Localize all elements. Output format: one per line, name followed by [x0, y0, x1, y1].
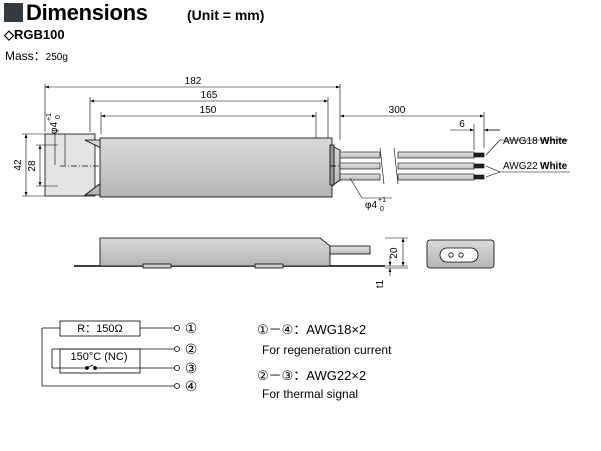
terminal-1: ① — [185, 320, 198, 336]
resistor-box — [59, 320, 141, 337]
hole-tol-bottom-plus: +1 — [378, 197, 386, 204]
end-cap — [99, 137, 333, 198]
page-title: Dimensions — [26, 0, 148, 25]
mass-line: Mass：250g — [5, 47, 68, 64]
dim-side-height: 20 — [389, 247, 400, 259]
hole-tol-top-plus: +1 — [46, 113, 53, 121]
thermostat-label-bg — [61, 350, 139, 362]
wire-1b — [397, 151, 475, 159]
unit-note: (Unit = mm) — [187, 7, 265, 23]
top-view — [44, 133, 358, 198]
hole-tol-top-zero: 0 — [55, 115, 62, 119]
mass-label: Mass： — [5, 49, 46, 63]
wire-thick-color: White — [540, 136, 568, 147]
dim-lead-length: 300 — [389, 105, 406, 116]
lead-wires — [339, 147, 485, 185]
hole-tol-bottom-zero: 0 — [380, 206, 384, 213]
legend-pair-1-desc: For regeneration current — [262, 343, 392, 357]
terminal-2: ② — [185, 341, 198, 357]
wire-thick-label: AWG18 — [503, 136, 538, 147]
mount-plate — [44, 133, 96, 197]
legend-pair-2: ②－③：AWG22×2 — [257, 368, 366, 383]
terminal-3: ③ — [185, 360, 198, 376]
dim-mount-height: 28 — [27, 160, 38, 172]
wire-thin-color: White — [540, 161, 568, 172]
dim-body-length: 165 — [201, 90, 218, 101]
legend-pair-2-desc: For thermal signal — [262, 387, 358, 401]
wire-3b — [397, 173, 475, 181]
hole-dia-bottom: φ4 — [365, 200, 377, 211]
dim-height: 42 — [13, 159, 24, 171]
wire-2b — [397, 162, 475, 170]
model-name: ◇RGB100 — [4, 27, 65, 42]
side-body — [99, 237, 331, 267]
resistor-label: R：150Ω — [77, 323, 123, 335]
wire-thin-label: AWG22 — [503, 161, 538, 172]
hole-dia-top: φ4 — [49, 122, 60, 134]
dim-mount-pitch: 150 — [200, 105, 217, 116]
header-square-icon — [4, 3, 23, 22]
end-cap-right — [329, 144, 335, 186]
terminal-4: ④ — [185, 378, 198, 394]
dim-strip-length: 6 — [459, 119, 465, 130]
mass-value: 250g — [45, 52, 68, 63]
top-dimensions — [22, 84, 570, 199]
end-view — [426, 239, 495, 269]
wire-1 — [339, 151, 381, 159]
dim-overall-length: 182 — [185, 76, 202, 87]
wire-2 — [339, 162, 381, 170]
thermostat-label: 150°C (NC) — [71, 351, 128, 363]
side-view — [74, 237, 408, 276]
hole-dia-top-group: φ4 +1 0 — [46, 113, 62, 134]
legend-pair-1: ①－④：AWG18×2 — [257, 322, 366, 337]
hole-dia-bottom-group: φ4 +1 0 — [365, 197, 386, 213]
wire-3 — [339, 173, 381, 181]
dim-base-thickness: t1 — [375, 279, 386, 288]
